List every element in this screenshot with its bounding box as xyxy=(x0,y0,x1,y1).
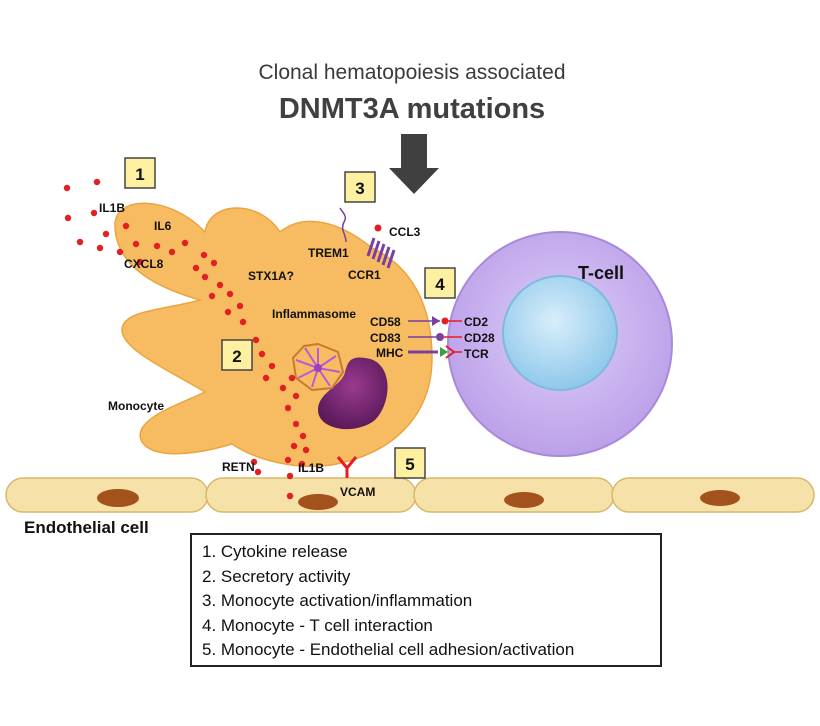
label-stx1a: STX1A? xyxy=(248,269,294,283)
legend-item: 5. Monocyte - Endothelial cell adhesion/… xyxy=(202,640,575,659)
ccr1-receptor-icon xyxy=(366,237,396,269)
marker-1-label: 1 xyxy=(135,165,144,184)
header-subtitle: Clonal hematopoiesis associated xyxy=(258,61,565,84)
inflammasome-complex-icon xyxy=(291,342,345,392)
label-inflammasome: Inflammasome xyxy=(272,307,356,321)
legend-item: 1. Cytokine release xyxy=(202,542,348,561)
endothelial-nucleus xyxy=(97,489,139,507)
marker-1: 1 xyxy=(124,157,156,189)
mhc-tcr-pair-icon xyxy=(408,345,462,359)
cytokine-dots xyxy=(63,178,310,500)
label-cd83: CD83 xyxy=(370,331,401,345)
label-ccr1: CCR1 xyxy=(348,268,381,282)
legend-box: 1. Cytokine release 2. Secretory activit… xyxy=(190,533,662,667)
label-il6: IL6 xyxy=(154,219,172,233)
label-vcam: VCAM xyxy=(340,485,375,499)
marker-4: 4 xyxy=(424,267,456,299)
label-ccl3: CCL3 xyxy=(389,225,421,239)
t-cell-nucleus xyxy=(502,275,618,391)
label-cd28: CD28 xyxy=(464,331,495,345)
endothelial-nucleus xyxy=(700,490,740,506)
down-arrow-icon xyxy=(389,134,439,194)
legend-item: 4. Monocyte - T cell interaction xyxy=(202,615,433,635)
label-mhc: MHC xyxy=(376,346,404,360)
label-endothelial-cell: Endothelial cell xyxy=(24,518,149,537)
marker-5: 5 xyxy=(394,447,426,479)
label-trem1: TREM1 xyxy=(308,246,349,260)
marker-3-label: 3 xyxy=(355,179,364,198)
label-monocyte: Monocyte xyxy=(108,399,164,413)
marker-2: 2 xyxy=(221,339,253,371)
label-cd58: CD58 xyxy=(370,315,401,329)
marker-4-label: 4 xyxy=(435,275,445,294)
header-title: DNMT3A mutations xyxy=(279,93,545,125)
ccl3-ligand xyxy=(374,224,382,232)
legend-item: 2. Secretory activity xyxy=(202,566,351,586)
label-il1b-bottom: IL1B xyxy=(298,461,324,475)
label-cxcl8: CXCL8 xyxy=(124,257,164,271)
cd58-cd2-pair-icon xyxy=(408,316,462,326)
label-il1b-top: IL1B xyxy=(99,201,125,215)
label-cd2: CD2 xyxy=(464,315,488,329)
legend-item: 3. Monocyte activation/inflammation xyxy=(202,591,473,610)
trem1-receptor-icon xyxy=(339,207,347,243)
marker-5-label: 5 xyxy=(405,455,414,474)
endothelial-layer xyxy=(5,477,815,513)
monocyte-nucleus xyxy=(318,357,388,430)
label-tcell: T-cell xyxy=(578,263,624,283)
label-retn: RETN xyxy=(222,460,255,474)
vcam-receptor-icon xyxy=(336,456,358,478)
endothelial-nucleus xyxy=(504,492,544,508)
endothelial-nucleus xyxy=(298,494,338,510)
label-tcr: TCR xyxy=(464,347,489,361)
cd83-cd28-pair-icon xyxy=(408,333,462,341)
marker-3: 3 xyxy=(344,171,376,203)
marker-2-label: 2 xyxy=(232,347,241,366)
